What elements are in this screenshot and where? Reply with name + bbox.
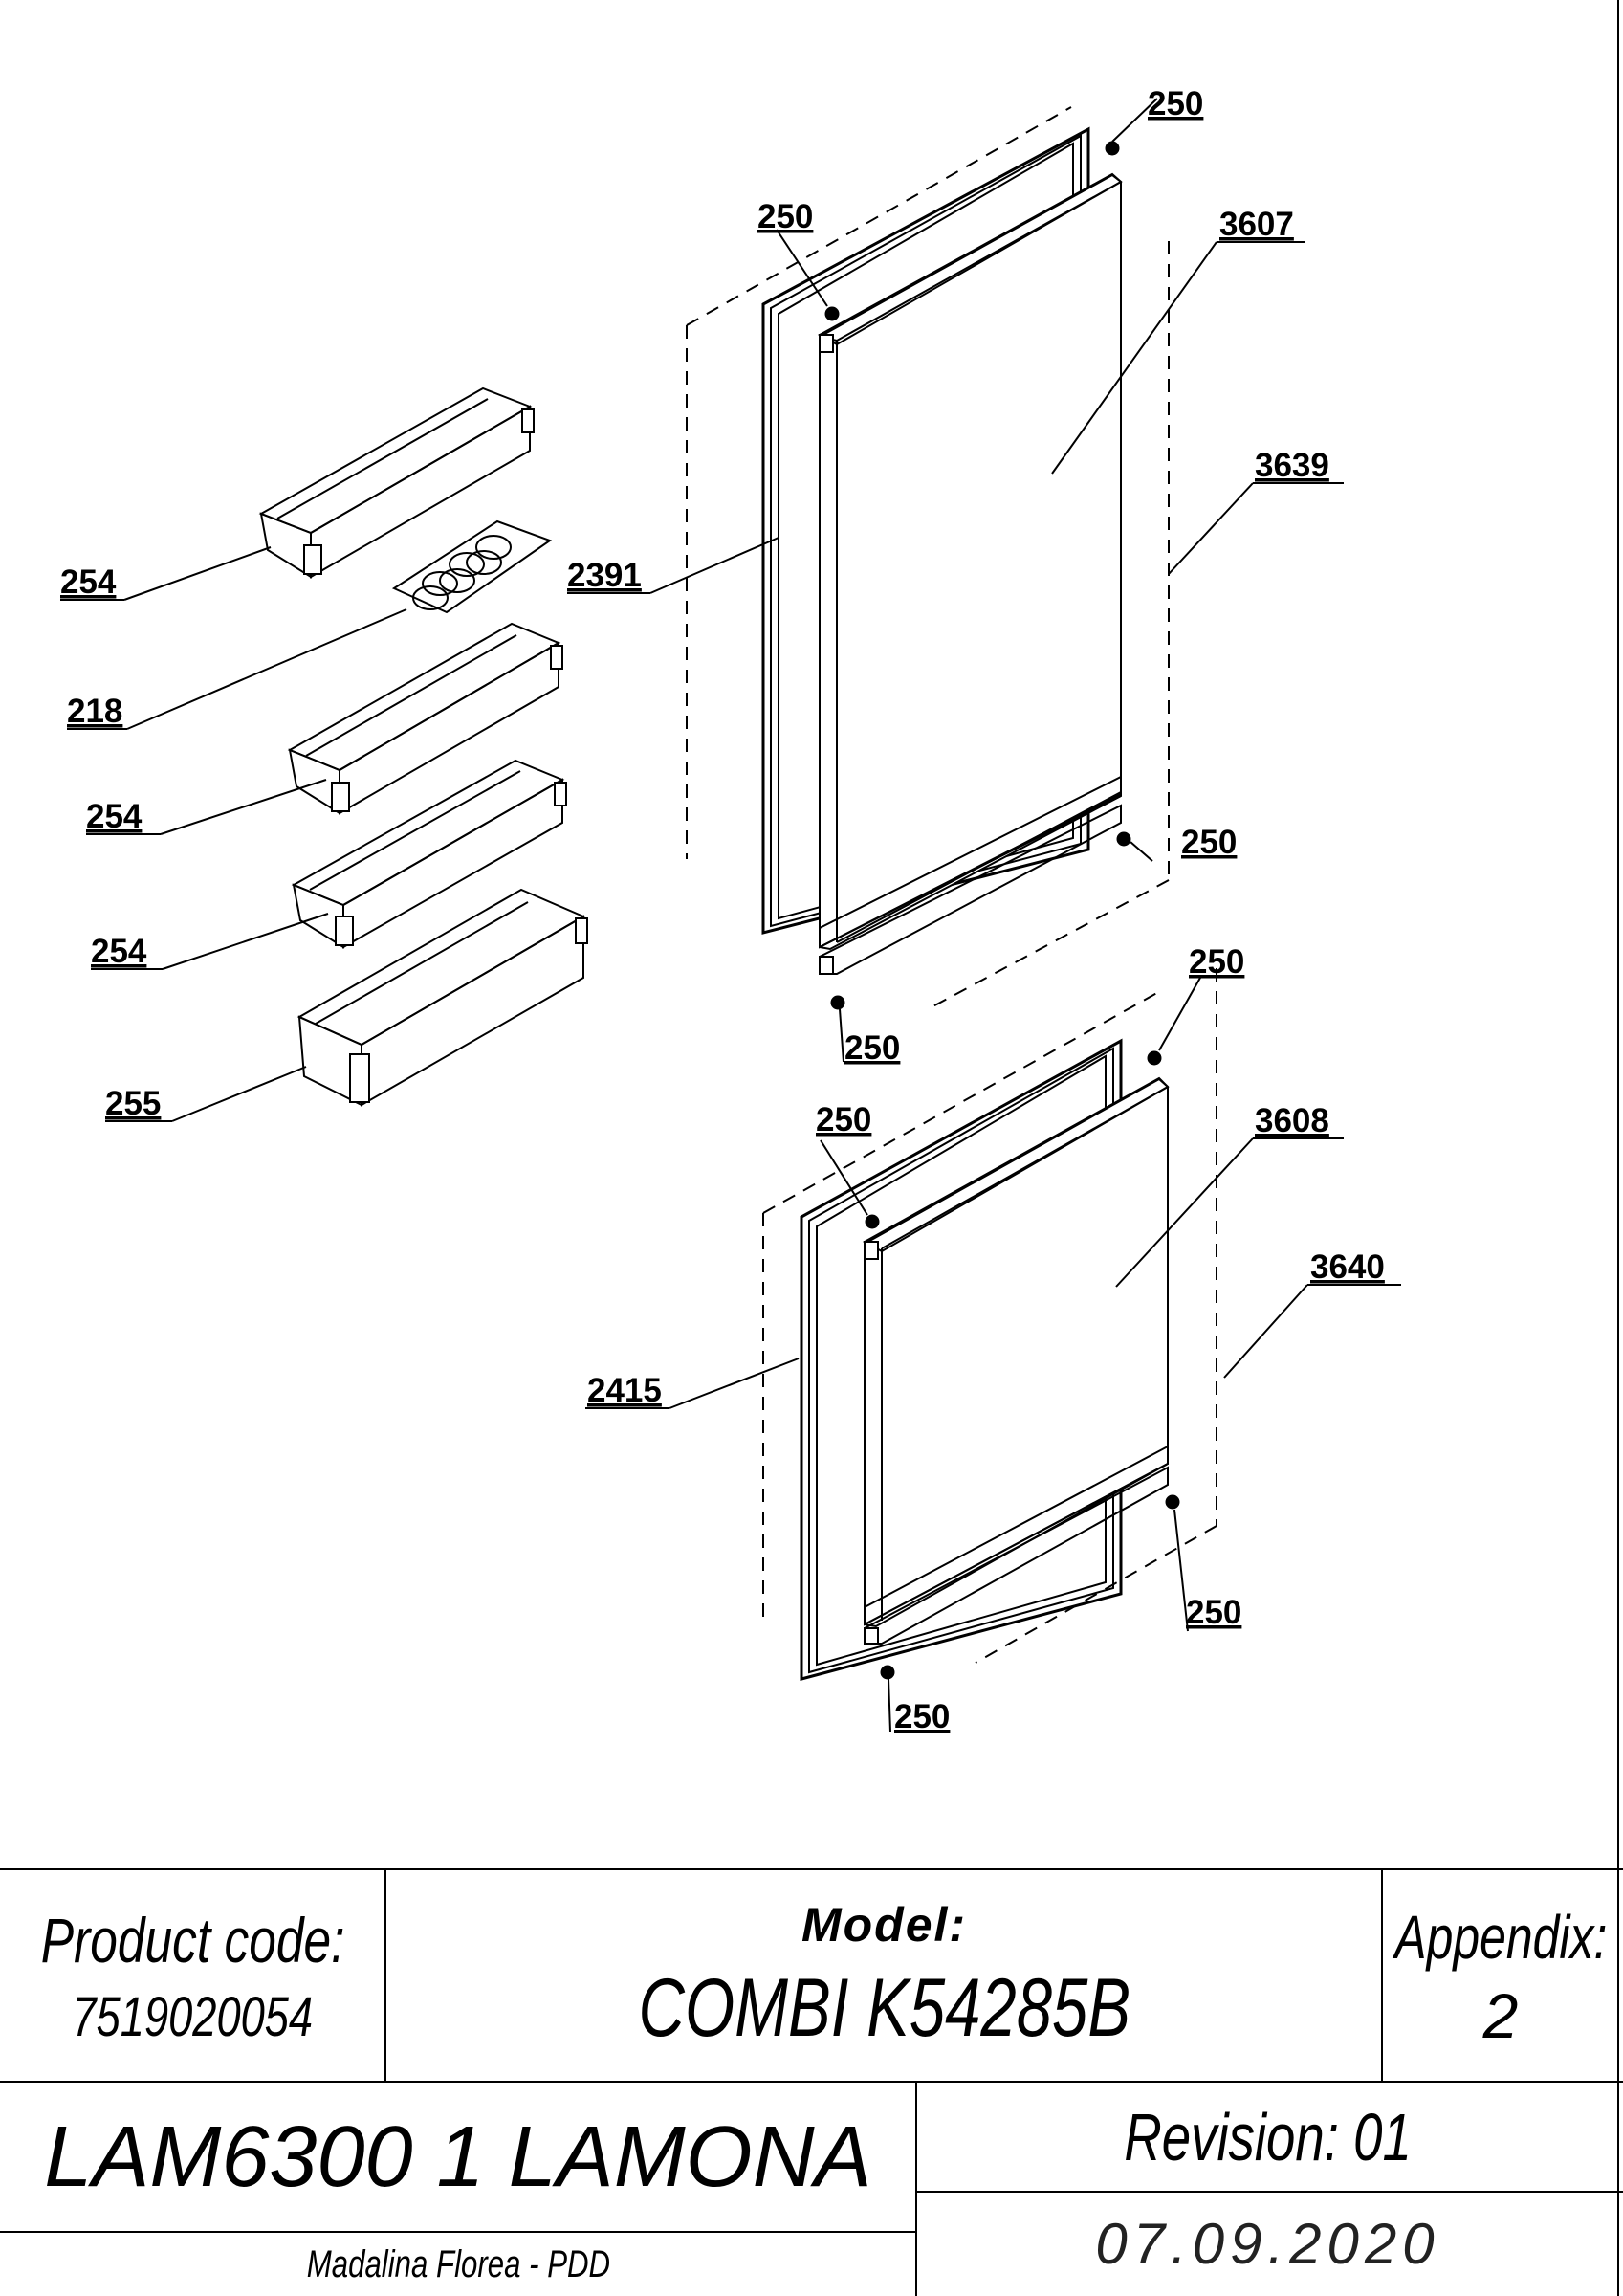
label-shelf-middle: 254 bbox=[86, 798, 143, 835]
door-shelf-lower bbox=[291, 759, 567, 949]
label-egg-tray: 218 bbox=[67, 693, 122, 730]
date-value: 07.09.2020 bbox=[1095, 2212, 1440, 2276]
bottle-shelf bbox=[296, 888, 588, 1107]
product-code-cell: Product code: 7519020054 bbox=[0, 1870, 385, 2082]
lower-frame-outline bbox=[762, 968, 1217, 1664]
upper-door-panel bbox=[817, 172, 1123, 975]
name-cell: LAM6300 1 LAMONA bbox=[0, 2083, 916, 2232]
revision-value: Revision: 01 bbox=[1124, 2100, 1412, 2175]
label-pin-upper-top-right: 250 bbox=[1148, 85, 1203, 122]
lower-door-panel bbox=[862, 1076, 1170, 1645]
label-pin-lower-top-right: 250 bbox=[1189, 943, 1244, 981]
label-pin-upper-top-left: 250 bbox=[757, 198, 813, 235]
pin-lower-top-left bbox=[865, 1214, 880, 1229]
label-lower-frame: 3640 bbox=[1310, 1248, 1385, 1286]
appendix-value: 2 bbox=[1482, 1979, 1519, 2051]
pin-upper-top-right bbox=[1105, 141, 1120, 156]
label-upper-door: 3607 bbox=[1219, 206, 1294, 243]
door-shelf-middle bbox=[287, 622, 563, 815]
appendix-cell: Appendix: 2 bbox=[1383, 1870, 1618, 2082]
label-lower-gasket: 2415 bbox=[587, 1372, 662, 1409]
label-pin-upper-bottom-right: 250 bbox=[1181, 824, 1237, 861]
date-cell: 07.09.2020 bbox=[917, 2193, 1618, 2296]
label-bottle-shelf: 255 bbox=[105, 1085, 161, 1122]
label-pin-lower-bottom-right: 250 bbox=[1186, 1594, 1241, 1631]
appendix-label: Appendix: bbox=[1393, 1902, 1608, 1972]
document-name: LAM6300 1 LAMONA bbox=[44, 2109, 872, 2205]
pin-upper-top-left bbox=[824, 306, 840, 321]
product-code-label: Product code: bbox=[40, 1904, 345, 1976]
product-code-value: 7519020054 bbox=[72, 1985, 314, 2048]
label-lower-door: 3608 bbox=[1255, 1102, 1329, 1139]
label-shelf-lower: 254 bbox=[91, 933, 147, 970]
lower-gasket bbox=[800, 1038, 1123, 1681]
egg-tray bbox=[391, 519, 553, 614]
hinge-pins bbox=[824, 141, 1180, 1680]
door-shelf-upper bbox=[258, 386, 535, 579]
pin-lower-bottom-right bbox=[1165, 1494, 1180, 1510]
exploded-view: 254 218 254 254 255 2391 3607 3639 2415 … bbox=[60, 0, 1619, 1868]
pin-upper-bottom-left bbox=[830, 995, 845, 1010]
label-pin-upper-bottom-left: 250 bbox=[844, 1029, 900, 1067]
model-cell: Model: COMBI K54285B bbox=[386, 1870, 1382, 2082]
pin-lower-top-right bbox=[1147, 1050, 1162, 1066]
title-block: Product code: 7519020054 Model: COMBI K5… bbox=[0, 1868, 1623, 2296]
model-label: Model: bbox=[801, 1897, 968, 1952]
upper-frame-outline bbox=[686, 106, 1170, 1010]
label-upper-frame: 3639 bbox=[1255, 447, 1329, 484]
pin-lower-bottom-left bbox=[880, 1665, 895, 1680]
title-block-grid bbox=[0, 1868, 1623, 2296]
part-labels: 254 218 254 254 255 2391 3607 3639 2415 … bbox=[60, 85, 1385, 1735]
author-cell: Madalina Florea - PDD bbox=[0, 2233, 916, 2296]
label-shelf-upper: 254 bbox=[60, 563, 117, 601]
leader-lines bbox=[60, 98, 1401, 1733]
label-pin-lower-bottom-left: 250 bbox=[894, 1698, 950, 1735]
author-value: Madalina Florea - PDD bbox=[306, 2243, 610, 2285]
pin-upper-bottom-right bbox=[1116, 831, 1131, 847]
model-value: COMBI K54285B bbox=[638, 1961, 1130, 2054]
label-pin-lower-top-left: 250 bbox=[816, 1101, 871, 1138]
revision-cell: Revision: 01 bbox=[917, 2083, 1618, 2192]
label-upper-gasket: 2391 bbox=[567, 557, 642, 594]
